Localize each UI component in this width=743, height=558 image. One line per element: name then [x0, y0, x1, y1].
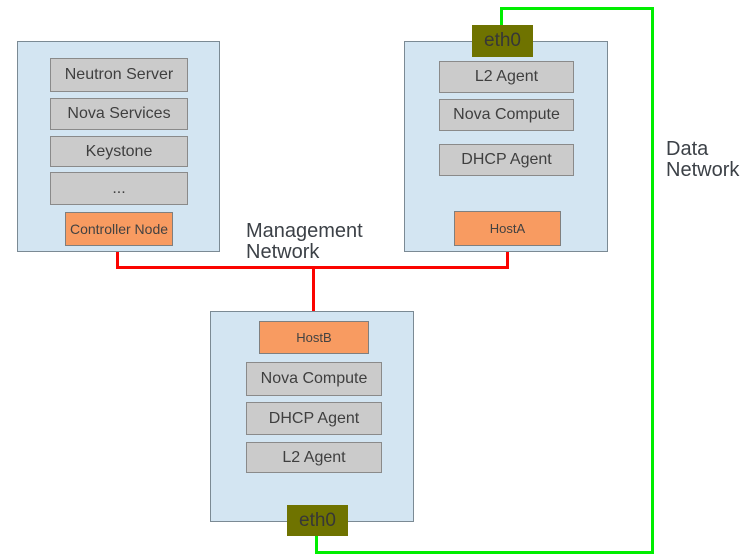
hostB-service-nova-compute: Nova Compute	[246, 362, 382, 396]
data-line-hostB-drop	[315, 536, 318, 554]
hostB-service-l2-agent: L2 Agent	[246, 442, 382, 473]
hostA-service-l2-agent: L2 Agent	[439, 61, 574, 93]
service-keystone: Keystone	[50, 136, 188, 167]
mgmt-line-controller-drop	[116, 252, 119, 268]
data-line-bottom-horizontal	[315, 551, 654, 554]
data-network-label: Data Network	[666, 138, 740, 181]
controller-node-label: Controller Node	[65, 212, 173, 246]
data-line-right-vertical	[651, 7, 654, 554]
hostB-service-dhcp-agent: DHCP Agent	[246, 402, 382, 435]
data-line-hostA-riser	[500, 7, 503, 25]
hostA-service-dhcp-agent: DHCP Agent	[439, 144, 574, 176]
hostB-label: HostB	[259, 321, 369, 354]
hostB-eth0-port: eth0	[287, 505, 348, 536]
hostA-label: HostA	[454, 211, 561, 246]
mgmt-line-hostB-drop	[312, 266, 315, 311]
service-nova-services: Nova Services	[50, 98, 188, 130]
data-line-top-horizontal	[500, 7, 654, 10]
service-neutron-server: Neutron Server	[50, 58, 188, 92]
hostA-node-box: L2 Agent Nova Compute DHCP Agent HostA	[404, 41, 608, 252]
service-ellipsis: ...	[50, 172, 188, 205]
mgmt-line-hostA-drop	[506, 252, 509, 268]
controller-node-box: Neutron Server Nova Services Keystone ..…	[17, 41, 220, 252]
hostA-eth0-port: eth0	[472, 25, 533, 57]
management-network-label: Management Network	[246, 220, 363, 263]
hostB-node-box: HostB Nova Compute DHCP Agent L2 Agent	[210, 311, 414, 522]
hostA-service-nova-compute: Nova Compute	[439, 99, 574, 131]
